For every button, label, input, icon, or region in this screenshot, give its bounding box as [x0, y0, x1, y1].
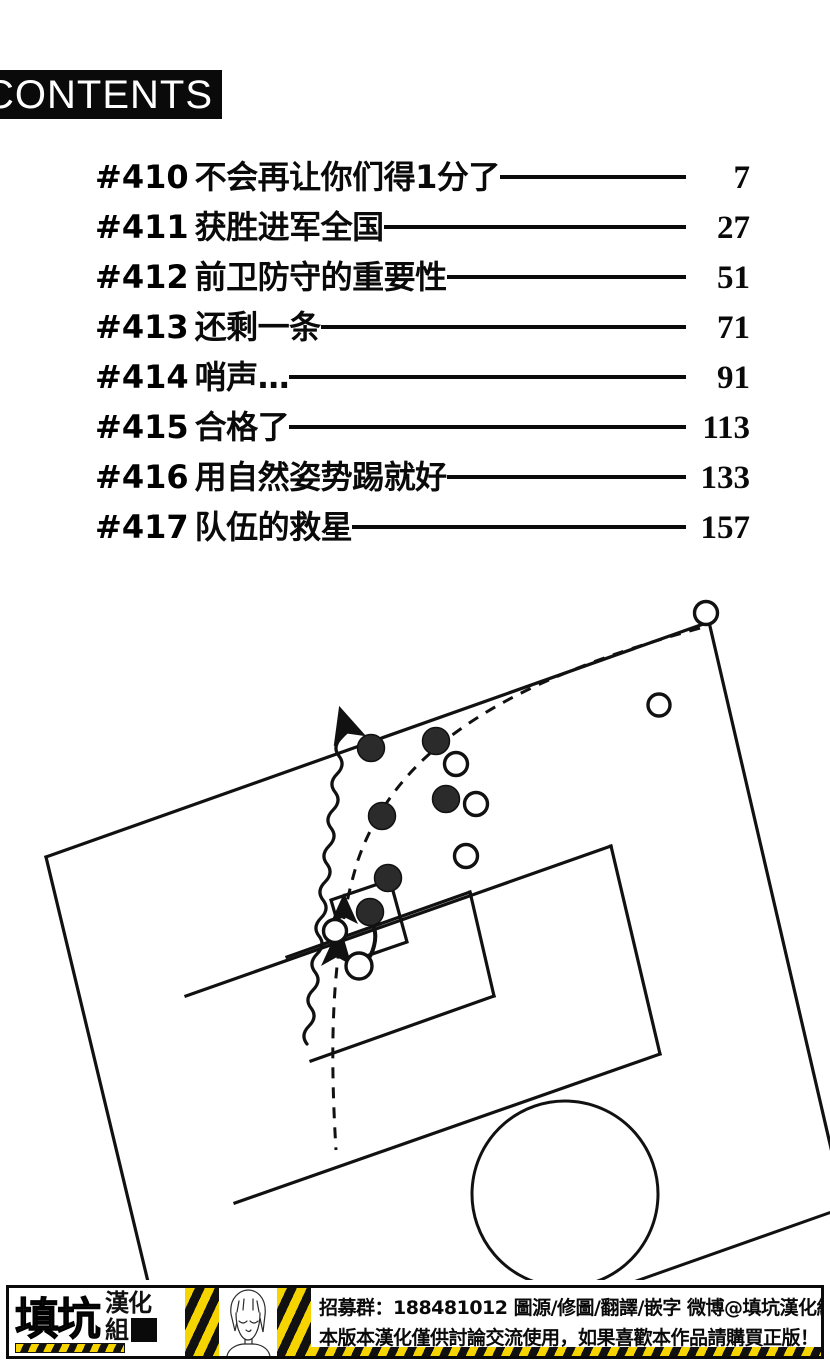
- logo-text-bottom: 組: [105, 1316, 179, 1344]
- toc-leader-line: [446, 275, 686, 279]
- logo-text-top: 漢化: [105, 1289, 152, 1317]
- toc-leader-line: [289, 375, 686, 379]
- dark-player-marker: [373, 863, 403, 893]
- credit-text-block: 招募群：188481012 圖源/修圖/翻譯/嵌字 微博@填坑漢化組 本版本漢化…: [311, 1288, 821, 1356]
- toc-entry-page-number: 71: [717, 310, 750, 346]
- toc-entry-number: #415: [95, 408, 189, 446]
- arrow-down-pair: [321, 893, 358, 966]
- toc-entry-page-number: 113: [702, 410, 750, 446]
- toc-entry-number: #414: [95, 358, 189, 396]
- logo-text-stack: 漢化 組: [105, 1290, 179, 1354]
- toc-leader-line: [446, 475, 686, 479]
- scanlation-group-logo: 填坑 漢化 組: [9, 1288, 185, 1356]
- logo-hazard-underline: [15, 1343, 125, 1353]
- dark-player-marker: [421, 726, 451, 756]
- light-player-marker: [344, 951, 374, 981]
- mascot-illustration: [219, 1288, 277, 1356]
- toc-leader-line: [289, 425, 686, 429]
- toc-entry-number: #411: [95, 208, 189, 246]
- penalty-area: [183, 843, 663, 1206]
- toc-leader-line: [352, 525, 686, 529]
- toc-entry-number: #413: [95, 308, 189, 346]
- ball-trajectory-dashed: [331, 626, 701, 1151]
- dark-player-marker: [356, 733, 386, 763]
- light-player-marker: [692, 599, 720, 627]
- toc-entry-title: 不会再让你们得1分了: [194, 158, 501, 196]
- logo-text-main: 填坑: [15, 1294, 102, 1346]
- toc-leader-line: [499, 175, 686, 179]
- toc-entry-title: 获胜进军全国: [194, 208, 385, 246]
- light-player-marker: [462, 790, 490, 818]
- goal-area: [284, 889, 497, 1064]
- light-player-marker: [321, 917, 349, 945]
- logo-text-bottom-label: 組: [105, 1316, 129, 1344]
- toc-entry-title: 哨声…: [194, 358, 290, 396]
- toc-entry-title: 合格了: [194, 408, 290, 446]
- toc-entry-number: #412: [95, 258, 189, 296]
- toc-entry-number: #410: [95, 158, 189, 196]
- toc-entry-title: 用自然姿势踢就好: [194, 458, 448, 496]
- hazard-stripe-left: [185, 1288, 219, 1356]
- pitch-outline: [43, 619, 830, 1280]
- toc-entry-number: #417: [95, 508, 189, 546]
- toc-entry-page-number: 91: [717, 360, 750, 396]
- credit-line-recruit: 招募群：188481012 圖源/修圖/翻譯/嵌字 微博@填坑漢化組: [319, 1297, 821, 1319]
- light-player-marker: [442, 750, 470, 778]
- player-markers: [321, 599, 720, 981]
- halfway-line: [634, 1210, 830, 1280]
- toc-entry-page-number: 133: [700, 460, 751, 496]
- page-title: CONTENTS: [0, 72, 213, 117]
- wavy-run-line: [302, 718, 348, 1046]
- toc-entry-title: 还剩一条: [194, 308, 322, 346]
- toc-entry-title: 队伍的救星: [194, 508, 353, 546]
- dark-player-marker: [355, 897, 385, 927]
- arrow-up-to-goal: [333, 705, 367, 747]
- toc-entry-page-number: 7: [733, 160, 751, 196]
- toc-entry-number: #416: [95, 458, 189, 496]
- toc-entry-title: 前卫防守的重要性: [194, 258, 448, 296]
- toc-leader-line: [320, 325, 686, 329]
- hazard-stripe-bottom: [311, 1347, 821, 1356]
- logo-black-square: [131, 1318, 157, 1342]
- dark-player-marker: [431, 784, 461, 814]
- contents-header-bar: CONTENTS: [0, 70, 222, 119]
- scanlation-credit-bar: 填坑 漢化 組 招募群：18: [6, 1285, 824, 1359]
- soccer-tactical-diagram: [0, 560, 830, 1280]
- center-circle: [470, 1099, 660, 1280]
- hazard-stripe-right: [277, 1288, 311, 1356]
- credit-line-disclaimer: 本版本漢化僅供討論交流使用，如果喜歡本作品請購買正版！: [319, 1327, 819, 1349]
- light-player-marker: [646, 692, 672, 718]
- toc-entry-page-number: 27: [717, 210, 750, 246]
- toc-entry-page-number: 157: [700, 510, 751, 546]
- light-player-marker: [452, 842, 480, 870]
- dark-player-marker: [367, 801, 397, 831]
- toc-entry-page-number: 51: [717, 260, 750, 296]
- toc-leader-line: [383, 225, 686, 229]
